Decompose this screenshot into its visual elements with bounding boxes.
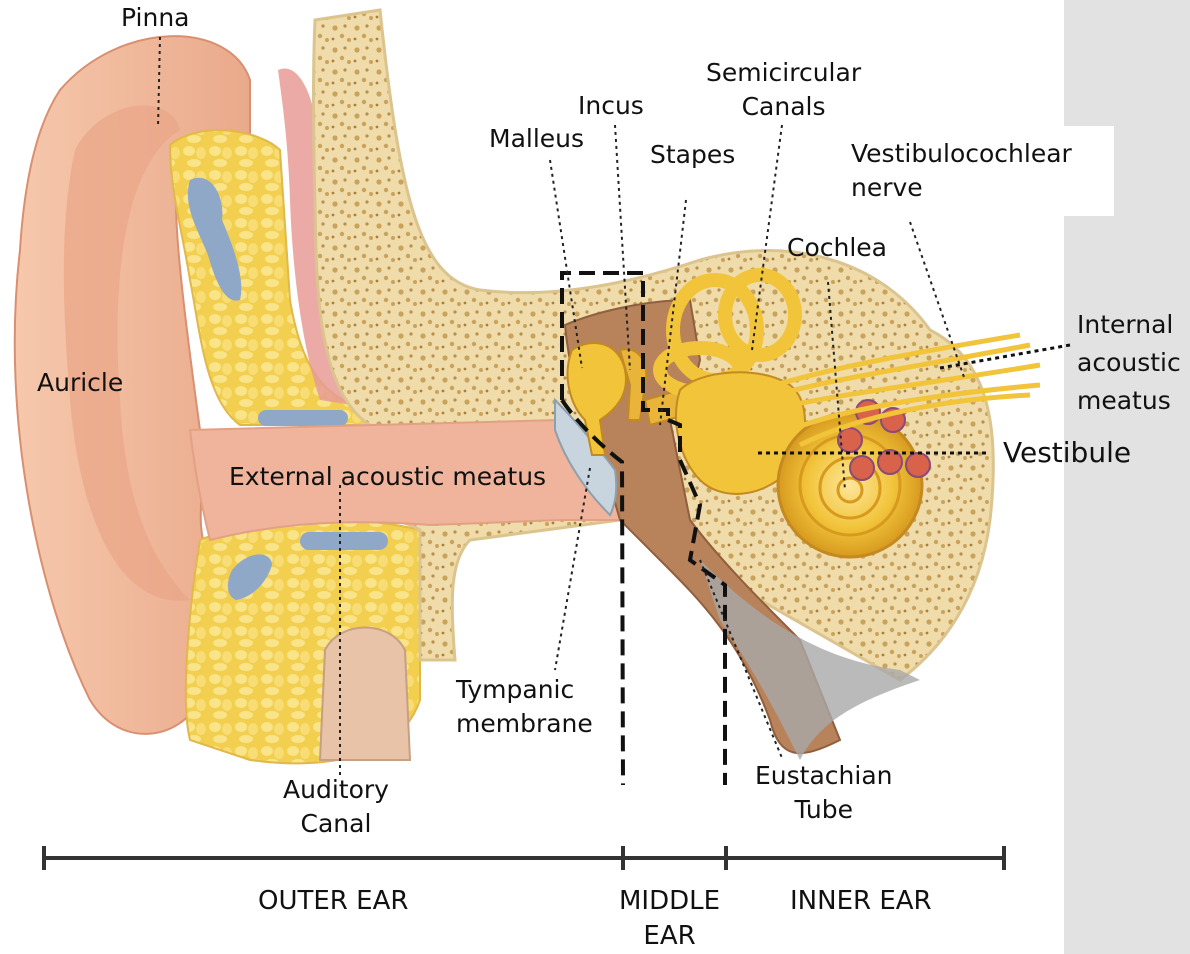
label-auditory-canal: Auditory Canal bbox=[283, 773, 389, 841]
section-axis bbox=[42, 846, 1006, 870]
gland-1 bbox=[187, 177, 242, 301]
cochlea-spiral-2 bbox=[818, 456, 882, 520]
label-background bbox=[838, 126, 1114, 216]
cochlea-cross-sections bbox=[837, 399, 931, 481]
malleus-shape bbox=[566, 341, 627, 456]
label-tympanic-membrane-line1: Tympanic bbox=[456, 675, 575, 704]
heavy-leader-lines bbox=[758, 343, 1071, 455]
label-internal-acoustic-meatus-line1: Internal bbox=[1077, 310, 1174, 339]
nerve-bundle bbox=[759, 332, 1041, 448]
section-middle-ear-line2: EAR bbox=[643, 921, 696, 951]
section-middle-ear-line1: MIDDLE bbox=[619, 886, 721, 916]
gland-4 bbox=[227, 554, 272, 600]
section-inner-ear: INNER EAR bbox=[790, 886, 932, 916]
label-semicircular-canals-line1: Semicircular bbox=[706, 58, 862, 87]
label-vestibulocochlear-nerve: Vestibulocochlear nerve bbox=[851, 137, 1072, 205]
label-eustachian-tube: Eustachian Tube bbox=[755, 759, 893, 827]
label-internal-acoustic-meatus-line2: acoustic bbox=[1077, 348, 1181, 377]
label-eustachian-tube-line1: Eustachian bbox=[755, 761, 893, 790]
label-stapes: Stapes bbox=[650, 140, 736, 169]
middle-ear-boundary-mid bbox=[560, 398, 625, 786]
label-incus: Incus bbox=[578, 91, 644, 120]
label-malleus: Malleus bbox=[489, 124, 585, 153]
gland-2 bbox=[258, 410, 348, 426]
middle-ear-boundary-left bbox=[560, 271, 670, 420]
label-auricle: Auricle bbox=[37, 368, 124, 397]
label-vestibulocochlear-nerve-line2: nerve bbox=[851, 173, 923, 202]
inner-ear-boundary bbox=[667, 418, 727, 785]
label-tympanic-membrane-line2: membrane bbox=[456, 709, 593, 738]
label-pinna: Pinna bbox=[121, 3, 190, 32]
label-vestibule: Vestibule bbox=[1003, 436, 1132, 469]
eustachian-tube bbox=[700, 560, 920, 760]
label-external-acoustic-meatus: External acoustic meatus bbox=[229, 462, 547, 491]
label-semicircular-canals-line2: Canals bbox=[741, 92, 826, 121]
label-eustachian-tube-line2: Tube bbox=[794, 795, 854, 824]
gland-3 bbox=[300, 532, 388, 550]
section-middle-ear: MIDDLE EAR bbox=[619, 884, 720, 954]
tympanic-membrane-shape bbox=[554, 397, 618, 517]
section-outer-ear: OUTER EAR bbox=[258, 886, 409, 916]
label-internal-acoustic-meatus: Internal acoustic meatus bbox=[1077, 306, 1181, 420]
auditory-canal-fat bbox=[318, 626, 412, 761]
label-tympanic-membrane: Tympanic membrane bbox=[456, 673, 593, 741]
pinna-fold bbox=[63, 105, 191, 601]
label-auditory-canal-line2: Canal bbox=[300, 809, 372, 838]
label-cochlea: Cochlea bbox=[787, 233, 887, 262]
label-internal-acoustic-meatus-line3: meatus bbox=[1077, 386, 1171, 415]
cochlea-spiral-3 bbox=[836, 476, 864, 504]
label-semicircular-canals: Semicircular Canals bbox=[706, 56, 861, 124]
leader-lines bbox=[157, 36, 966, 775]
label-auditory-canal-line1: Auditory bbox=[283, 775, 389, 804]
label-vestibulocochlear-nerve-line1: Vestibulocochlear bbox=[851, 139, 1072, 168]
